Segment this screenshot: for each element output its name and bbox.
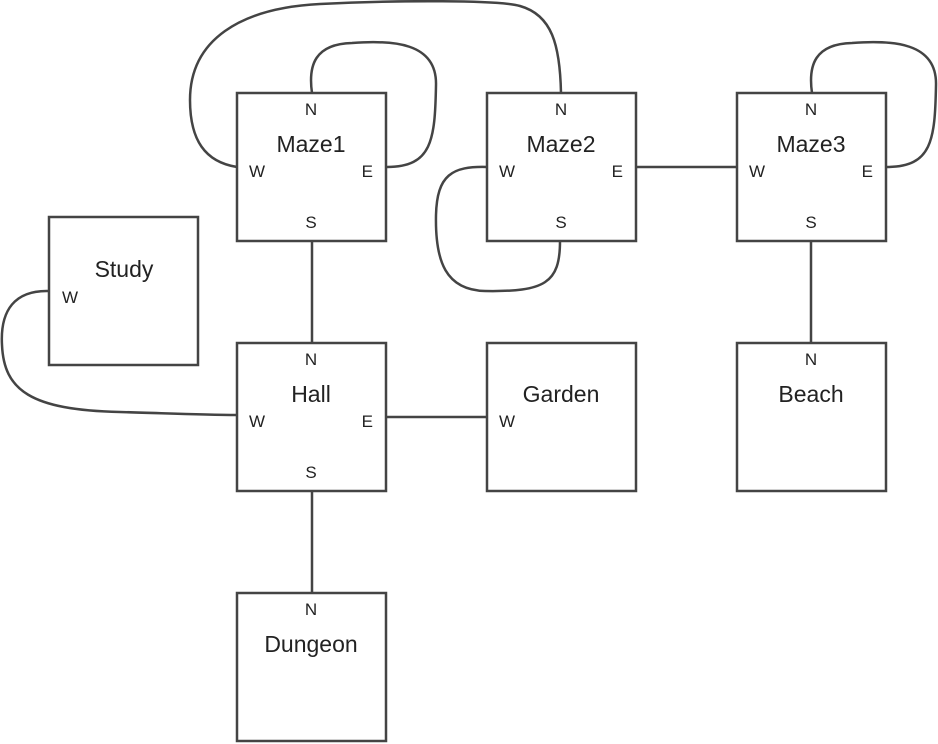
room-beach[interactable]: Beach N <box>735 341 888 493</box>
port-w: W <box>499 412 515 431</box>
port-e: E <box>862 162 873 181</box>
room-maze2[interactable]: Maze2 N W E S <box>485 91 638 243</box>
room-garden[interactable]: Garden W <box>485 341 638 493</box>
room-name: Hall <box>291 381 331 407</box>
room-box <box>735 341 888 493</box>
room-study[interactable]: Study W <box>47 215 200 367</box>
connection-maze2-w-to-maze2-s <box>434 165 562 293</box>
room-name: Garden <box>523 381 600 407</box>
room-maze1[interactable]: Maze1 N W E S <box>235 91 388 243</box>
room-maze3[interactable]: Maze3 N W E S <box>735 91 888 243</box>
port-n: N <box>555 100 567 119</box>
port-s: S <box>305 213 316 232</box>
room-box <box>735 91 888 243</box>
port-w: W <box>249 162 265 181</box>
port-e: E <box>612 162 623 181</box>
connections <box>0 0 938 593</box>
room-name: Maze1 <box>276 131 345 157</box>
room-name: Beach <box>778 381 843 407</box>
port-e: E <box>362 412 373 431</box>
port-w: W <box>749 162 765 181</box>
room-box <box>47 215 200 367</box>
port-w: W <box>499 162 515 181</box>
port-w: W <box>249 412 265 431</box>
port-n: N <box>305 600 317 619</box>
port-s: S <box>555 213 566 232</box>
room-box <box>235 591 388 743</box>
port-n: N <box>305 100 317 119</box>
port-s: S <box>305 463 316 482</box>
port-n: N <box>305 350 317 369</box>
room-name: Maze2 <box>526 131 595 157</box>
room-hall[interactable]: Hall N W E S <box>235 341 388 493</box>
connection-maze3-n-to-maze3-e <box>809 40 938 169</box>
connection-maze1-n-to-maze1-e <box>309 40 438 169</box>
port-s: S <box>805 213 816 232</box>
connection-maze1-w-to-maze2-n <box>188 0 563 169</box>
room-box <box>485 341 638 493</box>
port-n: N <box>805 100 817 119</box>
room-name: Maze3 <box>776 131 845 157</box>
room-box <box>235 341 388 493</box>
port-e: E <box>362 162 373 181</box>
room-name: Dungeon <box>264 631 357 657</box>
room-dungeon[interactable]: Dungeon N <box>235 591 388 743</box>
room-box <box>235 91 388 243</box>
port-n: N <box>805 350 817 369</box>
room-name: Study <box>95 256 154 282</box>
connection-study-w-to-hall-w <box>0 289 238 417</box>
port-w: W <box>62 288 78 307</box>
room-box <box>485 91 638 243</box>
